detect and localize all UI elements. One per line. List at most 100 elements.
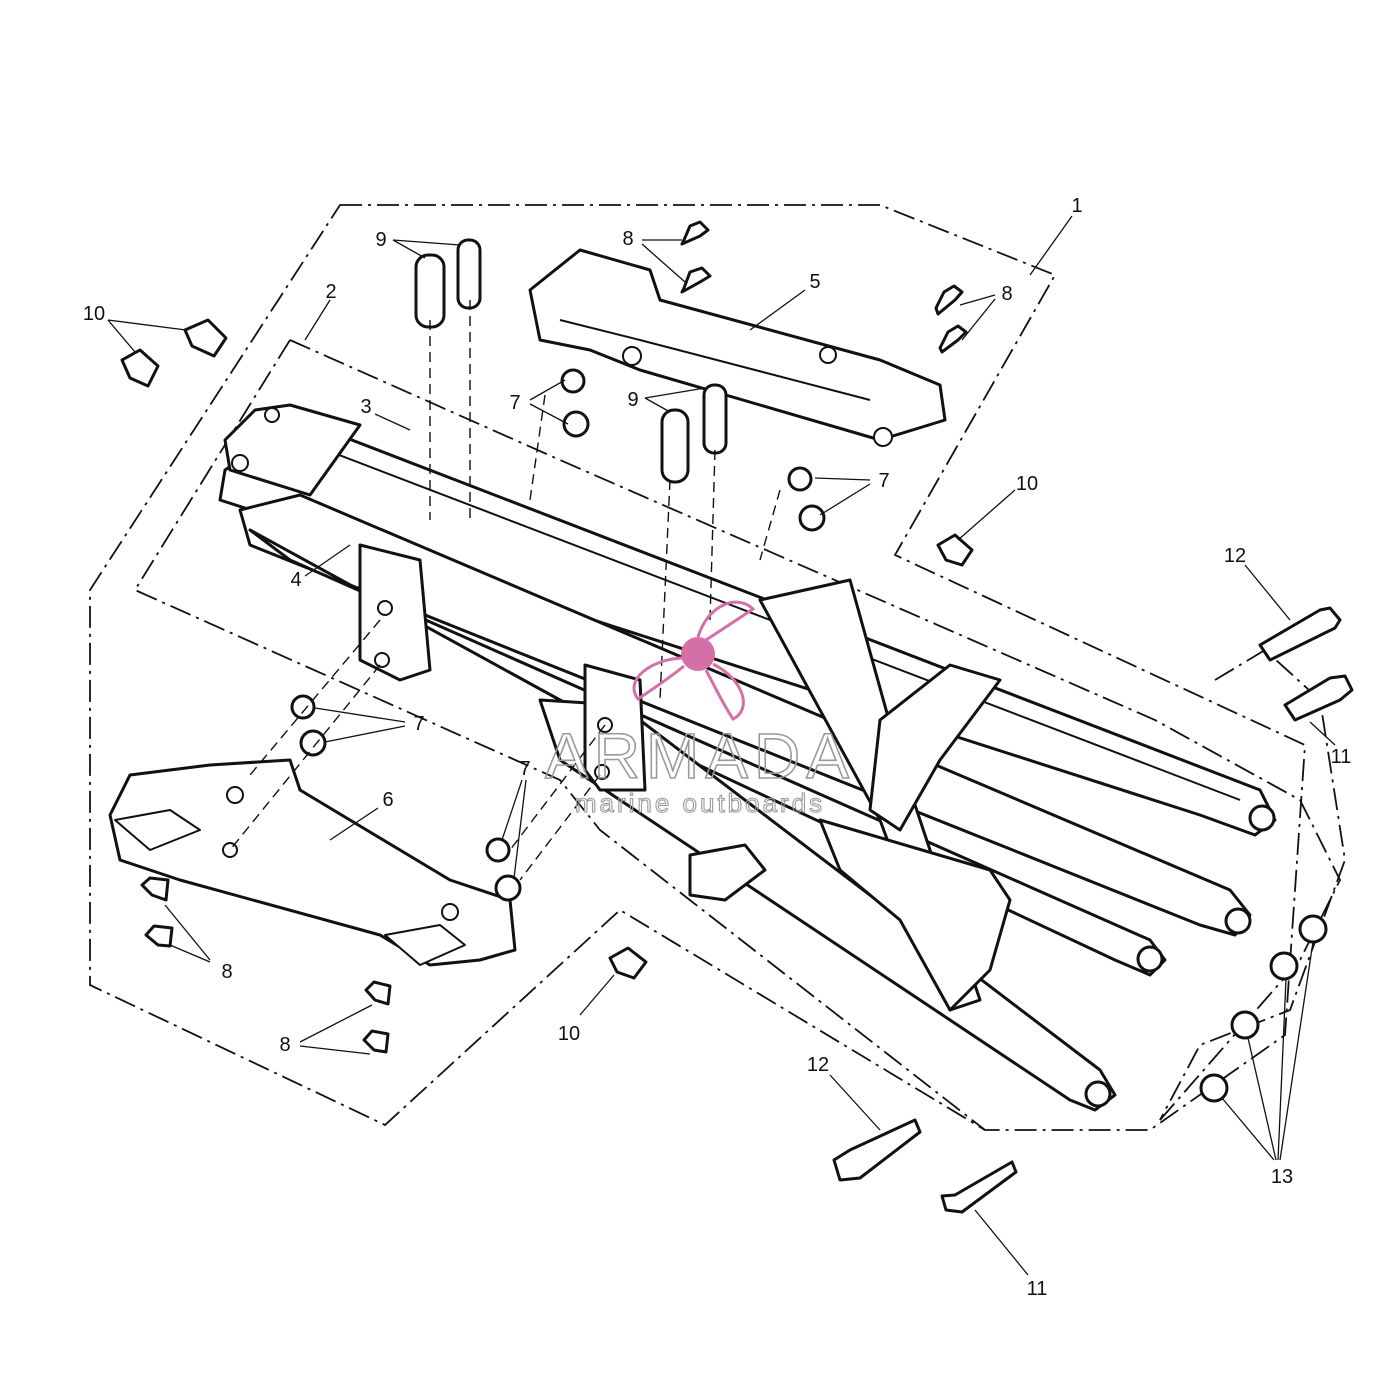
guide-line — [519, 774, 601, 881]
leader-7d — [501, 779, 527, 879]
nut — [1269, 951, 1299, 981]
small-bolts-8 — [140, 220, 968, 1054]
callout-13: 13 — [1271, 1166, 1293, 1188]
long-bolt — [1258, 606, 1342, 662]
leader-6 — [329, 807, 379, 841]
leader-8a — [641, 239, 686, 283]
callout-2: 2 — [325, 281, 336, 303]
leader-lines — [107, 215, 1336, 1276]
upper-bracket-hole-2 — [819, 346, 837, 364]
small-bolt — [364, 980, 392, 1006]
nut — [1298, 914, 1328, 944]
grommet — [787, 466, 813, 492]
front-plate-hole-2 — [264, 407, 280, 423]
upper-rail-end — [1248, 804, 1276, 832]
rubber-pad-a — [414, 253, 446, 329]
lower-bracket-body — [108, 758, 517, 967]
leader-8b — [959, 294, 996, 341]
small-bolt — [144, 924, 174, 948]
callout-9b: 9 — [627, 389, 638, 411]
lower-bracket-pad-rear — [384, 924, 466, 966]
lower-bracket-hole — [226, 786, 244, 804]
leader-7c — [314, 707, 406, 743]
callout-7a: 7 — [509, 392, 520, 414]
rubber-pad-b — [456, 238, 482, 310]
assembly-outline-2 — [133, 339, 986, 1131]
callout-8c: 8 — [221, 961, 232, 983]
leader-8c — [164, 904, 211, 963]
watermark-brand: ARMADA — [545, 720, 855, 792]
upper-bracket-hole — [622, 346, 642, 366]
leader-4 — [304, 544, 351, 577]
leader-5 — [749, 289, 806, 331]
nut — [1199, 1073, 1229, 1103]
callout-10c: 10 — [558, 1023, 580, 1045]
watermark-tagline: marine outboards — [575, 788, 825, 818]
guide-line — [659, 479, 671, 701]
assembly-outline-2b — [289, 339, 1342, 1121]
guide-line — [759, 489, 781, 561]
small-bolt — [680, 220, 710, 246]
subframe-front-plate — [223, 403, 362, 497]
callout-10a: 10 — [83, 303, 105, 325]
leader-11a — [1309, 721, 1336, 746]
rubber-pad-c — [660, 408, 690, 484]
small-bolt — [934, 284, 964, 316]
leader-10c — [579, 974, 615, 1016]
leader-13 — [1221, 941, 1314, 1161]
grommet — [494, 874, 522, 902]
callout-1: 1 — [1071, 195, 1082, 217]
callout-10b: 10 — [1016, 473, 1038, 495]
guide-line — [509, 724, 606, 851]
callout-5: 5 — [809, 271, 820, 293]
lower-bracket-pad-front — [114, 809, 201, 851]
callout-9a: 9 — [375, 229, 386, 251]
clip-nuts-10 — [120, 318, 974, 980]
grommet — [299, 729, 327, 757]
watermark: ARMADA marine outboards — [544, 600, 855, 819]
grommet — [798, 504, 826, 532]
leader-9b — [644, 387, 706, 413]
guide-line — [249, 619, 381, 776]
grommet — [560, 368, 586, 394]
callout-4: 4 — [290, 569, 301, 591]
clip-nut — [936, 533, 974, 567]
callout-12a: 12 — [1224, 545, 1246, 567]
small-bolt — [938, 324, 968, 354]
flange-bolt — [1283, 674, 1354, 722]
lower-rail-end — [1136, 945, 1164, 973]
callout-7b: 7 — [878, 470, 889, 492]
mounting-tab-center — [583, 663, 647, 792]
callout-8b: 8 — [1001, 283, 1012, 305]
leader-3 — [374, 413, 411, 431]
assembly-outline-1 — [89, 204, 1306, 1131]
leader-9a — [392, 239, 461, 259]
lower-arm-end — [1084, 1080, 1112, 1108]
callout-11a: 11 — [1331, 746, 1352, 768]
lower-bracket-hole-2 — [222, 842, 238, 858]
clip-nut — [183, 318, 228, 358]
leader-7a — [529, 379, 569, 425]
upper-bracket-body — [528, 248, 947, 442]
callout-7d: 7 — [519, 758, 530, 780]
upper-bracket-hole-3 — [873, 427, 893, 447]
callout-labels: 1 2 3 4 5 6 7 7 7 7 8 8 8 8 9 9 10 10 10… — [83, 195, 1352, 1300]
middle-rail-end — [1224, 907, 1252, 935]
callout-8d: 8 — [279, 1034, 290, 1056]
assembly-guides — [229, 300, 781, 881]
upper-bracket-5 — [528, 248, 947, 447]
tab-hole-lower — [374, 652, 390, 668]
callout-3: 3 — [360, 396, 371, 418]
long-bolts-12 — [832, 606, 1342, 1182]
leader-11b — [974, 1209, 1029, 1276]
long-bolt — [832, 1118, 922, 1182]
front-plate-hole — [231, 454, 249, 472]
grommet — [290, 694, 316, 720]
grommet — [562, 410, 590, 438]
subframe-assembly — [218, 403, 1277, 1112]
guide-line — [529, 394, 546, 501]
callout-6: 6 — [382, 789, 393, 811]
guide-line — [229, 664, 381, 851]
flange-bolts-11 — [940, 674, 1354, 1214]
